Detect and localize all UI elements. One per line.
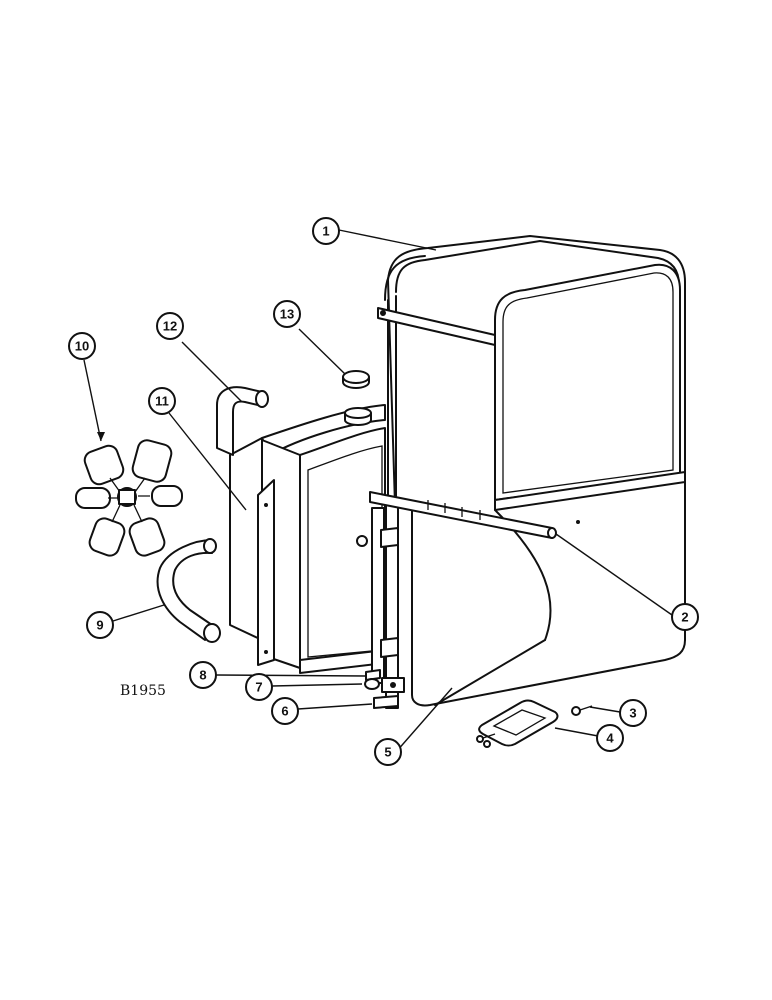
callout-label: 8 [199,668,206,683]
callout-10: 10 [68,332,96,360]
radiator-cap [342,370,370,389]
callout-label: 12 [163,319,177,334]
callout-label: 4 [606,731,614,746]
callout-label: 11 [155,394,169,409]
radiator-assembly [229,404,386,674]
callout-label: 1 [322,224,329,239]
leader-lines [83,229,673,753]
callout-label: 6 [281,704,288,719]
callout-9: 9 [86,611,114,639]
drawing-code: B1955 [120,683,166,699]
callout-11: 11 [148,387,176,415]
callout-8: 8 [189,661,217,689]
fan [75,439,183,557]
callout-label: 13 [280,307,294,322]
bolts [476,705,593,748]
callout-label: 7 [255,680,262,695]
callout-2: 2 [671,603,699,631]
callout-4: 4 [596,724,624,752]
callout-label: 3 [629,706,636,721]
filler-neck [344,407,372,426]
callout-label: 5 [384,745,391,760]
callout-6: 6 [271,697,299,725]
callout-13: 13 [273,300,301,328]
callout-1: 1 [312,217,340,245]
callout-3: 3 [619,699,647,727]
callout-label: 2 [681,610,688,625]
hood [369,235,686,707]
callout-label: 9 [96,618,103,633]
callout-7: 7 [245,673,273,701]
callout-12: 12 [156,312,184,340]
upper-hose [216,386,269,456]
callout-5: 5 [374,738,402,766]
cover-plate [478,699,559,747]
lower-hose [156,538,221,643]
mounting-frame [364,504,405,709]
callout-label: 10 [75,339,89,354]
